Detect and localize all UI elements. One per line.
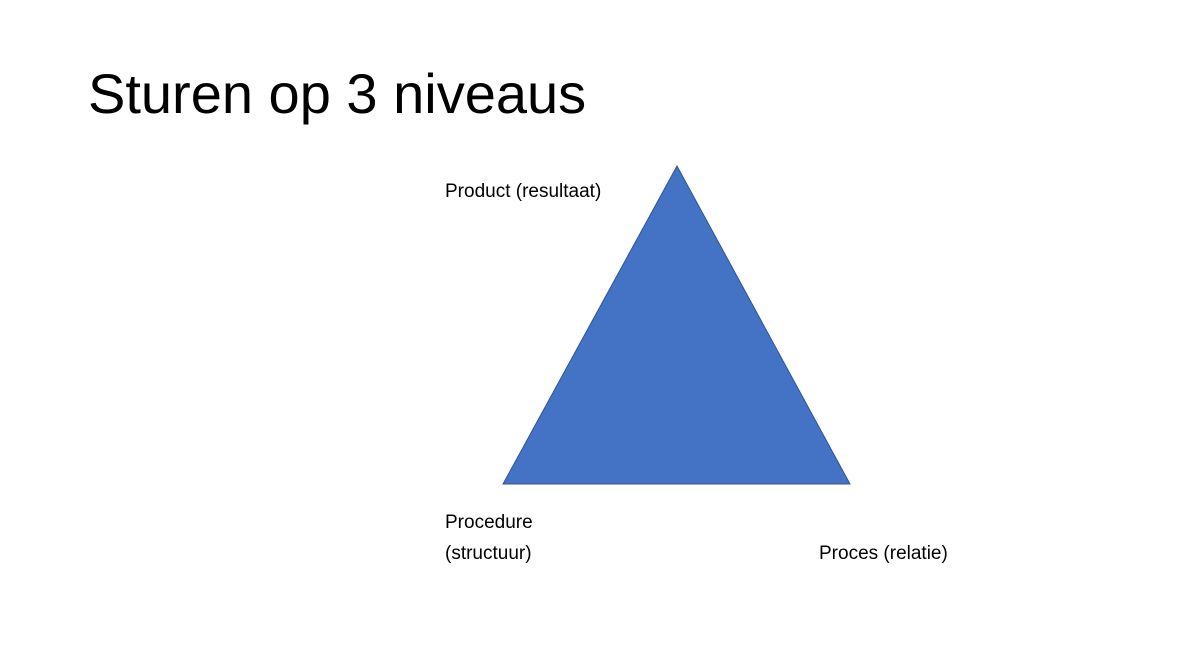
label-procedure-line2: (structuur) (445, 543, 532, 564)
label-procedure-line1: Procedure (445, 512, 533, 533)
slide-title: Sturen op 3 niveaus (88, 62, 587, 125)
label-product: Product (resultaat) (445, 181, 602, 202)
triangle-shape (502, 164, 851, 485)
label-proces: Proces (relatie) (819, 543, 948, 564)
label-procedure: Procedure (structuur) (445, 507, 533, 569)
